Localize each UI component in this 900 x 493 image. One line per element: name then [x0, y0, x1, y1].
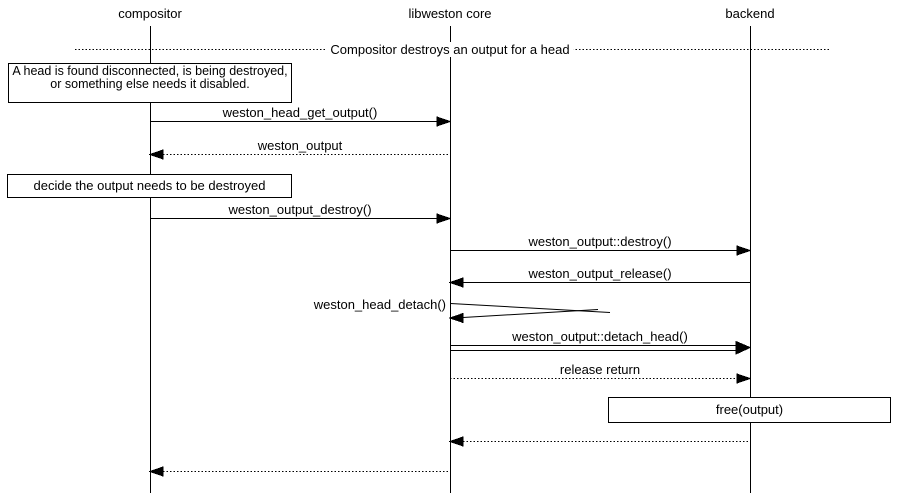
arrowhead: [736, 373, 752, 384]
arrow-weston-head-detach-out: [450, 303, 611, 313]
participant-libweston-core: libweston core: [408, 6, 492, 21]
participant-backend: backend: [725, 6, 775, 21]
message-label-weston-output-detach-head: weston_output::detach_head(): [512, 329, 688, 344]
arrowhead: [735, 340, 752, 355]
message-label-release-return: release return: [559, 362, 641, 377]
arrowhead: [736, 245, 752, 256]
arrowhead: [448, 436, 464, 447]
message-label-weston-output-release: weston_output_release(): [528, 266, 672, 281]
message-label-weston-head-get-output: weston_head_get_output(): [222, 105, 378, 120]
message-label-weston-head-detach: weston_head_detach(): [313, 297, 446, 312]
arrowhead: [448, 312, 464, 324]
arrowhead: [448, 277, 464, 288]
arrowhead: [436, 116, 452, 127]
note-decide-destroy: decide the output needs to be destroyed: [7, 174, 292, 198]
note-head-disconnected: A head is found disconnected, is being d…: [8, 63, 292, 103]
participant-compositor: compositor: [118, 6, 182, 21]
arrowhead: [436, 213, 452, 224]
note-free-output: free(output): [608, 397, 891, 423]
divider-label: Compositor destroys an output for a head: [326, 42, 574, 57]
arrowhead: [148, 466, 164, 477]
arrowhead: [148, 149, 164, 160]
message-label-weston-output: weston_output: [257, 138, 343, 153]
message-label-weston-output-destroy: weston_output_destroy(): [228, 202, 372, 217]
arrow-weston-head-detach-back: [462, 309, 599, 318]
message-label-weston-output-destroy-vfunc: weston_output::destroy(): [528, 234, 672, 249]
